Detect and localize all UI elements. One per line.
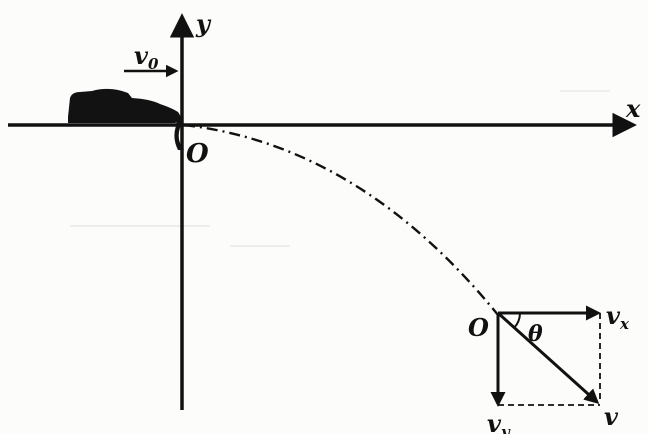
vertical-component-label: vy [487, 409, 511, 434]
velocity-decomposition: O vx vy v θ [468, 301, 630, 439]
initial-velocity-label: v0 [134, 41, 159, 73]
resultant-velocity-label: v [604, 402, 619, 431]
resultant-velocity-arrow [496, 311, 600, 405]
angle-arc [513, 312, 521, 329]
origin-label: O [186, 139, 209, 169]
angle-label: θ [528, 321, 543, 347]
bleed-through-marks [70, 90, 610, 247]
horizontal-component-label: vx [606, 301, 630, 333]
decomposition-point-label: O [468, 313, 489, 342]
y-axis-label: y [195, 9, 212, 38]
car-silhouette-icon [68, 88, 184, 150]
x-axis-label: x [625, 94, 641, 123]
trajectory-curve [183, 123, 499, 316]
